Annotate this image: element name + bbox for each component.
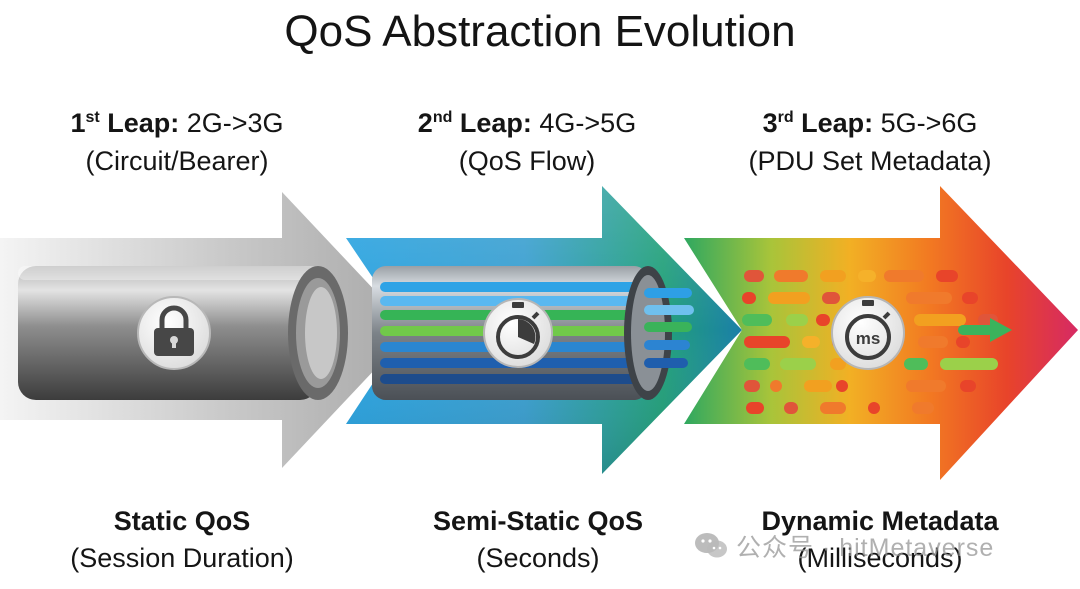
pdu-packet: [744, 336, 790, 348]
pdu-packet: [768, 292, 810, 304]
granularity-label: (Session Duration): [70, 543, 294, 573]
pdu-packet: [746, 402, 764, 414]
leap-word: Leap:: [801, 108, 874, 138]
leap-mechanism: (QoS Flow): [458, 146, 596, 176]
pdu-packet: [774, 270, 808, 282]
leap-ordinal: 2: [417, 108, 433, 138]
pdu-packet: [784, 402, 798, 414]
watermark-text: 公众号 · hitMetaverse: [736, 534, 995, 562]
wechat-icon: [695, 533, 727, 558]
pdu-packet: [820, 402, 846, 414]
leap-ordinal-suffix: nd: [432, 109, 453, 126]
leap-header-2: 2nd Leap: 4G->5G (QoS Flow): [362, 104, 692, 180]
pdu-packet: [914, 314, 966, 326]
pdu-packet: [912, 402, 934, 414]
granularity-label: (Seconds): [476, 543, 600, 573]
leap-header-1: 1st Leap: 2G->3G (Circuit/Bearer): [12, 104, 342, 180]
leap-word: Leap:: [107, 108, 180, 138]
leap-mechanism: (Circuit/Bearer): [85, 146, 269, 176]
pdu-packet: [780, 358, 816, 370]
page-title: QoS Abstraction Evolution: [284, 7, 796, 56]
pdu-packet: [816, 314, 830, 326]
pdu-packet: [906, 380, 946, 392]
pdu-packet: [858, 270, 876, 282]
leap-transition: 2G->3G: [186, 108, 284, 138]
stage-label-2: Semi-Static QoS (Seconds): [368, 503, 708, 577]
qos-type-label: Semi-Static QoS: [432, 506, 644, 536]
pdu-packet: [836, 380, 848, 392]
qos-type-label: Dynamic Metadata: [761, 506, 999, 536]
pdu-packet: [742, 292, 756, 304]
ms-icon-label: ms: [856, 329, 881, 348]
leap-transition: 4G->5G: [539, 108, 637, 138]
stage-label-3: Dynamic Metadata (Milliseconds): [710, 503, 1050, 577]
pdu-packet: [802, 336, 820, 348]
stopwatch-icon: [483, 298, 553, 368]
pdu-packet: [918, 336, 948, 348]
pdu-packet: [744, 270, 764, 282]
pdu-packet: [770, 380, 782, 392]
leap-ordinal-suffix: rd: [777, 109, 794, 126]
pdu-packet: [868, 402, 880, 414]
pdu-packet: [744, 358, 770, 370]
pdu-packet: [906, 292, 952, 304]
pdu-packet: [884, 270, 924, 282]
lock-icon: [137, 296, 211, 370]
pdu-packet: [956, 336, 970, 348]
pdu-packet: [822, 292, 840, 304]
pdu-packet: [940, 358, 998, 370]
pdu-packet: [744, 380, 760, 392]
stage-label-1: Static QoS (Session Duration): [12, 503, 352, 577]
pdu-packet: [820, 270, 846, 282]
pdu-packet: [804, 380, 832, 392]
pdu-packet: [904, 358, 928, 370]
pdu-packet: [936, 270, 958, 282]
ms-stopwatch-icon: ms: [831, 296, 905, 370]
pdu-packet: [830, 358, 846, 370]
leap-mechanism: (PDU Set Metadata): [748, 146, 992, 176]
leap-word: Leap:: [459, 108, 532, 138]
pdu-packet: [962, 292, 978, 304]
leap-ordinal: 1: [70, 108, 86, 138]
leap-ordinal-suffix: st: [85, 109, 100, 126]
leap-transition: 5G->6G: [880, 108, 978, 138]
leap-header-3: 3rd Leap: 5G->6G (PDU Set Metadata): [705, 104, 1035, 180]
granularity-label: (Milliseconds): [797, 543, 963, 573]
pdu-packet: [742, 314, 772, 326]
flow-arrowhead-icon: [958, 318, 1012, 342]
leap-ordinal: 3: [762, 108, 778, 138]
pdu-packet: [786, 314, 808, 326]
watermark: 公众号 · hitMetaverse: [694, 528, 994, 564]
pdu-packet: [960, 380, 976, 392]
qos-type-label: Static QoS: [113, 506, 251, 536]
